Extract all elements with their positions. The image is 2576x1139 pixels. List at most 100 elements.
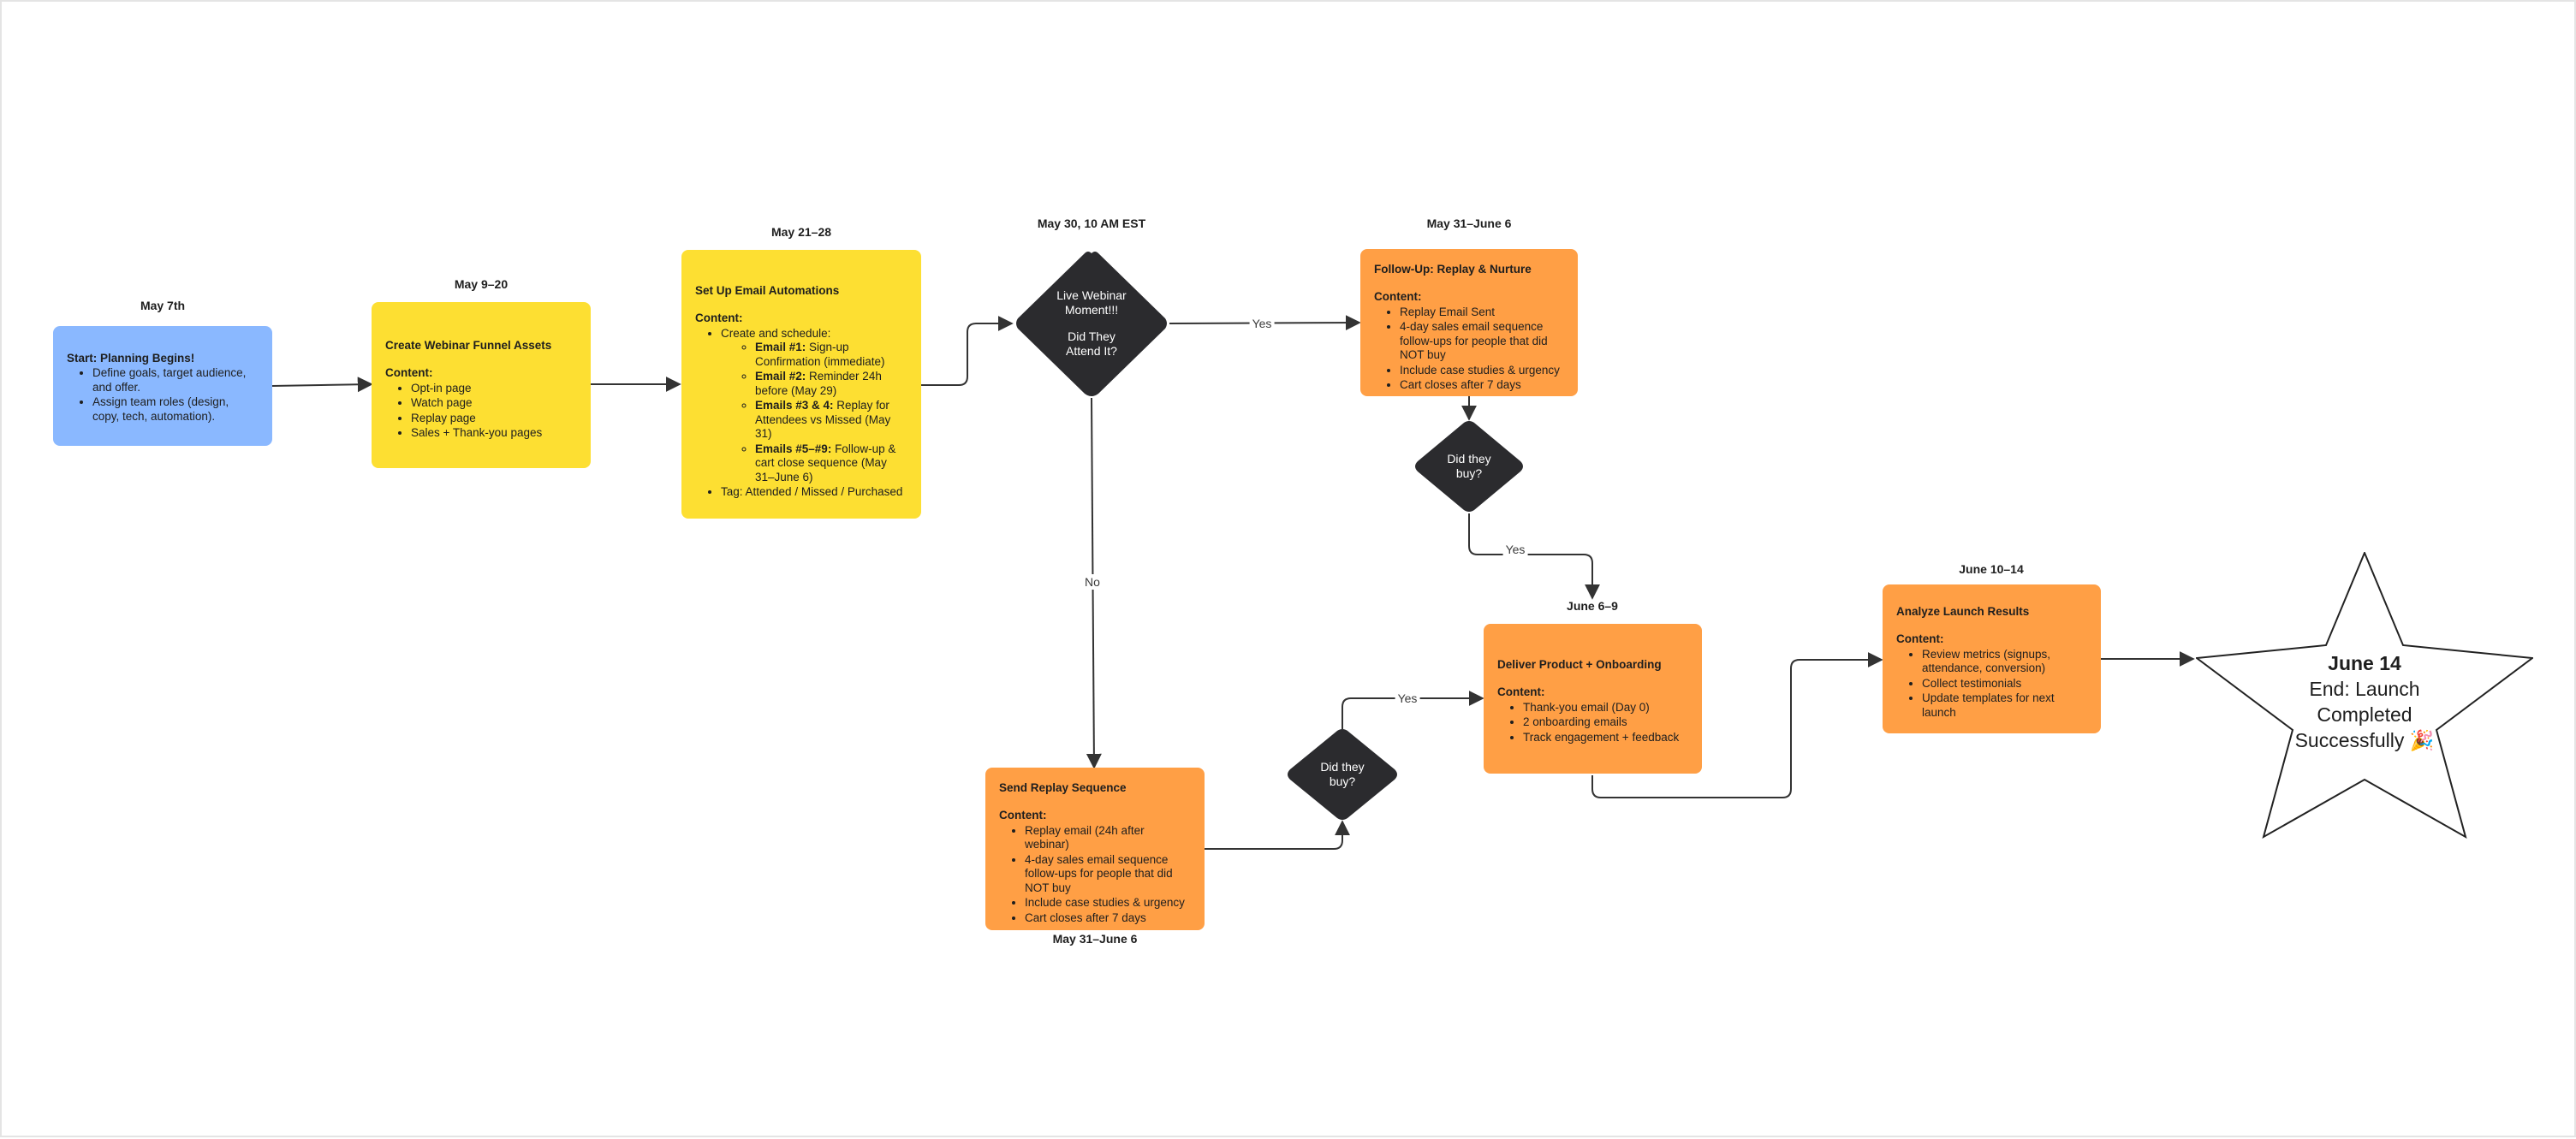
email-item: Email #1: Sign-up Confirmation (immediat… [755, 341, 907, 369]
start-item: Assign team roles (design, copy, tech, a… [92, 395, 259, 424]
replay-item: Include case studies & urgency [1025, 896, 1191, 910]
deliver-item: 2 onboarding emails [1523, 715, 1688, 729]
email-item-label: Email #2: [755, 370, 806, 383]
funnel-item: Sales + Thank-you pages [411, 426, 577, 440]
deliver-title: Deliver Product + Onboarding [1497, 658, 1662, 671]
email-item-text: Replay for Attendees vs Missed (May 31) [755, 399, 891, 441]
edge-replay-to-buy [1205, 820, 1350, 850]
webinar-line: Live Webinar [1056, 288, 1127, 302]
analyze-list: Review metrics (signups, attendance, con… [1896, 648, 2087, 720]
followup-item: Replay Email Sent [1400, 306, 1564, 319]
replay-content-label: Content: [999, 809, 1047, 822]
followup-buy-text: Did they buy? [1413, 419, 1526, 513]
webinar-decision-text: Live Webinar Moment!!! Did They Attend I… [1014, 250, 1169, 397]
followup-card[interactable]: Follow-Up: Replay & Nurture Content: Rep… [1360, 249, 1578, 396]
followup-content-label: Content: [1374, 290, 1422, 304]
analyze-title: Analyze Launch Results [1896, 605, 2030, 618]
email-item-label: Emails #3 & 4: [755, 399, 834, 412]
webinar-decision[interactable]: Live Webinar Moment!!! Did They Attend I… [1014, 250, 1169, 397]
email-item-label: Emails #5–#9: [755, 442, 832, 455]
replay-card[interactable]: Send Replay Sequence Content: Replay ema… [985, 768, 1205, 930]
funnel-list: Opt-in page Watch page Replay page Sales… [385, 382, 577, 441]
replay-item: Replay email (24h after webinar) [1025, 824, 1191, 852]
email-item: Emails #3 & 4: Replay for Attendees vs M… [755, 399, 907, 441]
edge-label-followup-buy-yes: Yes [1502, 542, 1528, 557]
followup-title: Follow-Up: Replay & Nurture [1374, 263, 1532, 276]
webinar-line: Attend It? [1066, 344, 1117, 359]
replay-item: Cart closes after 7 days [1025, 911, 1191, 925]
replay-buy-decision[interactable]: Did they buy? [1285, 727, 1400, 822]
edge-start-to-funnel [271, 377, 373, 393]
webinar-line: Moment!!! [1064, 302, 1119, 317]
edge-followup-buy-yes [1468, 513, 1600, 600]
analyze-card[interactable]: Analyze Launch Results Content: Review m… [1883, 584, 2101, 733]
end-line: Completed [2317, 703, 2412, 726]
deliver-list: Thank-you email (Day 0) 2 onboarding ema… [1497, 701, 1688, 745]
edge-deliver-to-analyze [1591, 652, 1883, 798]
email-content-label: Content: [695, 311, 743, 325]
funnel-item: Opt-in page [411, 382, 577, 395]
edge-label-webinar-yes: Yes [1249, 316, 1275, 331]
email-tag: Tag: Attended / Missed / Purchased [721, 485, 907, 499]
date-start: May 7th [140, 299, 186, 312]
start-list: Define goals, target audience, and offer… [67, 366, 259, 424]
webinar-line: Did They [1068, 329, 1115, 343]
deliver-item: Thank-you email (Day 0) [1523, 701, 1688, 715]
end-text: June 14 End: Launch Completed Successful… [2196, 651, 2533, 754]
start-item: Define goals, target audience, and offer… [92, 366, 259, 394]
funnel-card[interactable]: Create Webinar Funnel Assets Content: Op… [372, 302, 591, 468]
end-star[interactable]: June 14 End: Launch Completed Successful… [2194, 550, 2535, 839]
deliver-content-label: Content: [1497, 685, 1545, 699]
date-analyze: June 10–14 [1959, 562, 2024, 576]
analyze-item: Review metrics (signups, attendance, con… [1922, 648, 2087, 676]
webinar-decision-shape [1016, 252, 1167, 396]
deliver-item: Track engagement + feedback [1523, 731, 1688, 745]
email-intro: Create and schedule: Email #1: Sign-up C… [721, 327, 907, 484]
replay-item: 4-day sales email sequence follow-ups fo… [1025, 853, 1191, 895]
funnel-item: Replay page [411, 412, 577, 425]
deliver-card[interactable]: Deliver Product + Onboarding Content: Th… [1484, 624, 1702, 774]
email-sublist: Email #1: Sign-up Confirmation (immediat… [721, 341, 907, 484]
followup-buy-line: buy? [1455, 466, 1483, 480]
edge-label-replay-buy-yes: Yes [1395, 691, 1420, 706]
start-title: Start: Planning Begins! [67, 352, 195, 365]
email-list: Create and schedule: Email #1: Sign-up C… [695, 327, 907, 500]
email-title: Set Up Email Automations [695, 284, 840, 297]
email-item-text: Follow-up & cart close sequence (May 31–… [755, 442, 896, 483]
date-funnel: May 9–20 [454, 277, 509, 291]
email-intro-text: Create and schedule: [721, 326, 831, 340]
email-item-text: Sign-up Confirmation (immediate) [755, 341, 885, 368]
date-deliver: June 6–9 [1567, 599, 1618, 613]
funnel-item: Watch page [411, 396, 577, 410]
followup-buy-decision-shape [1415, 421, 1523, 512]
analyze-item: Update templates for next launch [1922, 691, 2087, 720]
followup-item: Cart closes after 7 days [1400, 378, 1564, 392]
replay-buy-line: Did they [1320, 759, 1365, 774]
date-followup: May 31–June 6 [1426, 217, 1512, 230]
email-item-label: Email #1: [755, 341, 806, 354]
analyze-content-label: Content: [1896, 632, 1944, 646]
funnel-content-label: Content: [385, 366, 433, 380]
email-card[interactable]: Set Up Email Automations Content: Create… [681, 250, 921, 519]
analyze-item: Collect testimonials [1922, 677, 2087, 691]
replay-buy-decision-shape [1288, 729, 1397, 820]
email-item-text: Reminder 24h before (May 29) [755, 370, 882, 397]
funnel-title: Create Webinar Funnel Assets [385, 339, 552, 352]
followup-list: Replay Email Sent 4-day sales email sequ… [1374, 306, 1564, 393]
edge-label-webinar-no: No [1082, 574, 1103, 590]
end-line: Successfully 🎉 [2294, 728, 2435, 751]
end-heading: June 14 [2328, 652, 2401, 674]
edge-replay-buy-yes [1342, 691, 1484, 729]
followup-buy-line: Did they [1447, 451, 1491, 466]
date-webinar: May 30, 10 AM EST [1037, 217, 1146, 230]
followup-item: 4-day sales email sequence follow-ups fo… [1400, 320, 1564, 362]
followup-buy-decision[interactable]: Did they buy? [1413, 419, 1526, 513]
replay-buy-line: buy? [1329, 774, 1356, 788]
replay-title: Send Replay Sequence [999, 781, 1127, 794]
edge-email-to-webinar [921, 316, 1014, 386]
star-shape [2194, 550, 2535, 839]
start-card[interactable]: Start: Planning Begins! Define goals, ta… [53, 326, 272, 446]
date-email: May 21–28 [770, 225, 832, 239]
